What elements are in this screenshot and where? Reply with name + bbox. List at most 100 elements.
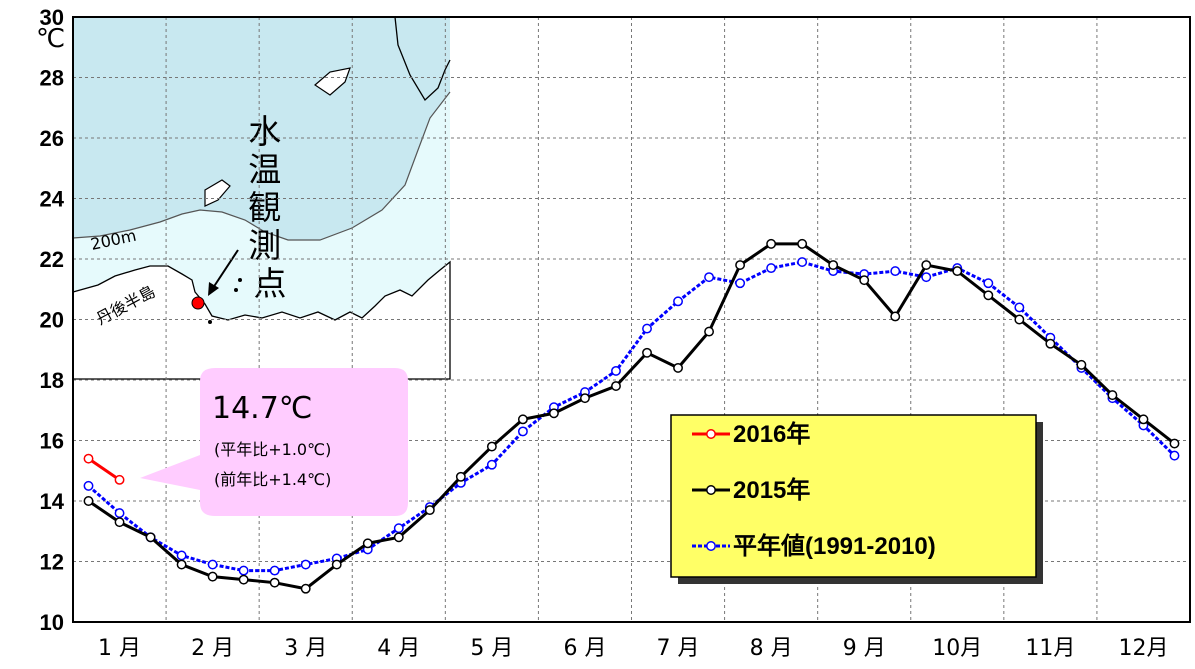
- data-point: [921, 272, 932, 283]
- data-point: [952, 266, 963, 277]
- legend-box: [670, 414, 1037, 578]
- y-tick-label: 22: [40, 247, 64, 272]
- x-tick-label: 9 月: [843, 636, 886, 661]
- x-tick-label: 5 月: [470, 636, 513, 661]
- data-point: [642, 323, 652, 334]
- data-point: [673, 362, 683, 373]
- data-point: [766, 263, 777, 274]
- station-arrow: [212, 249, 239, 289]
- data-point: [300, 559, 311, 570]
- data-point: [548, 408, 559, 419]
- data-point: [735, 260, 746, 270]
- data-point: [176, 559, 187, 570]
- data-point: [890, 266, 901, 277]
- data-point: [424, 505, 435, 516]
- x-tick-label: 6 月: [563, 636, 606, 661]
- data-point: [890, 311, 901, 322]
- data-point: [828, 260, 839, 270]
- data-point: [362, 538, 373, 549]
- x-tick-label: 8 月: [750, 636, 793, 661]
- legend-swatch-marker: [706, 429, 716, 439]
- y-tick-label: 24: [40, 187, 65, 212]
- data-point: [300, 583, 311, 594]
- callout-value: 14.7℃: [212, 391, 313, 426]
- plot-frame: [72, 16, 1191, 623]
- data-point: [611, 365, 621, 376]
- data-point: [114, 508, 125, 519]
- data-point: [580, 393, 590, 404]
- data-point: [983, 278, 994, 289]
- data-point: [269, 565, 280, 576]
- legend-swatch-marker: [706, 541, 716, 551]
- depth-contour: [72, 91, 451, 241]
- station-label: 水 温 観 測 点: [248, 112, 292, 303]
- station-marker: [191, 296, 205, 310]
- series-line: [87, 457, 121, 482]
- data-point: [735, 278, 746, 289]
- callout: 14.7℃ (平年比+1.0℃) (前年比+1.4℃): [140, 368, 408, 516]
- x-tick-label: 2 月: [191, 636, 234, 661]
- data-point: [797, 257, 808, 267]
- data-point: [455, 471, 466, 482]
- data-point: [1076, 359, 1087, 370]
- series-line: [87, 260, 1176, 573]
- sea-deep: [73, 17, 450, 240]
- data-point: [393, 532, 404, 543]
- y-tick-label: 18: [40, 368, 64, 393]
- legend-swatch-marker: [706, 485, 716, 495]
- data-point: [611, 381, 621, 391]
- data-point: [269, 577, 280, 588]
- data-point: [331, 559, 342, 570]
- data-point: [517, 426, 528, 437]
- data-point: [673, 296, 683, 307]
- callout-bubble: [140, 368, 408, 516]
- x-tick-label: 3 月: [284, 636, 327, 661]
- dot: [238, 278, 242, 282]
- data-point: [83, 480, 94, 491]
- y-unit-label: ℃: [36, 24, 65, 54]
- data-point: [486, 441, 497, 452]
- callout-line1: (平年比+1.0℃): [214, 440, 331, 459]
- series-layer: [83, 238, 1180, 594]
- y-tick-label: 14: [40, 489, 65, 514]
- data-point: [517, 414, 528, 425]
- data-point: [486, 459, 497, 470]
- legend-label: 2015年: [733, 476, 810, 504]
- y-tick-label: 16: [40, 429, 64, 454]
- station-arrow-head: [208, 282, 219, 296]
- island: [314, 67, 351, 96]
- y-tick-label: 12: [40, 550, 64, 575]
- data-point: [704, 326, 715, 337]
- data-point: [1138, 414, 1149, 425]
- data-point: [766, 238, 777, 249]
- data-point: [1014, 302, 1025, 313]
- data-point: [238, 574, 249, 585]
- data-point: [1169, 450, 1180, 461]
- dot: [234, 288, 238, 292]
- data-point: [238, 565, 249, 576]
- y-tick-label: 30: [40, 5, 64, 30]
- legend-label: 2016年: [733, 420, 810, 448]
- data-point: [207, 571, 218, 582]
- x-tick-label: 4 月: [377, 636, 420, 661]
- x-tick-label: 10月: [932, 636, 982, 661]
- data-point: [1107, 390, 1118, 401]
- x-tick-label: 12月: [1118, 636, 1168, 661]
- data-point: [642, 347, 652, 358]
- coastline-north: [394, 16, 451, 102]
- x-tick-label: 1 月: [98, 636, 141, 661]
- data-point: [393, 523, 404, 534]
- y-tick-label: 26: [40, 126, 64, 151]
- data-point: [83, 496, 94, 506]
- callout-line2: (前年比+1.4℃): [214, 470, 331, 489]
- series-line: [87, 242, 1176, 591]
- island-small: [204, 179, 231, 207]
- data-point: [797, 238, 808, 249]
- x-tick-label: 7 月: [657, 636, 700, 661]
- data-point: [207, 559, 218, 570]
- data-point: [114, 474, 125, 485]
